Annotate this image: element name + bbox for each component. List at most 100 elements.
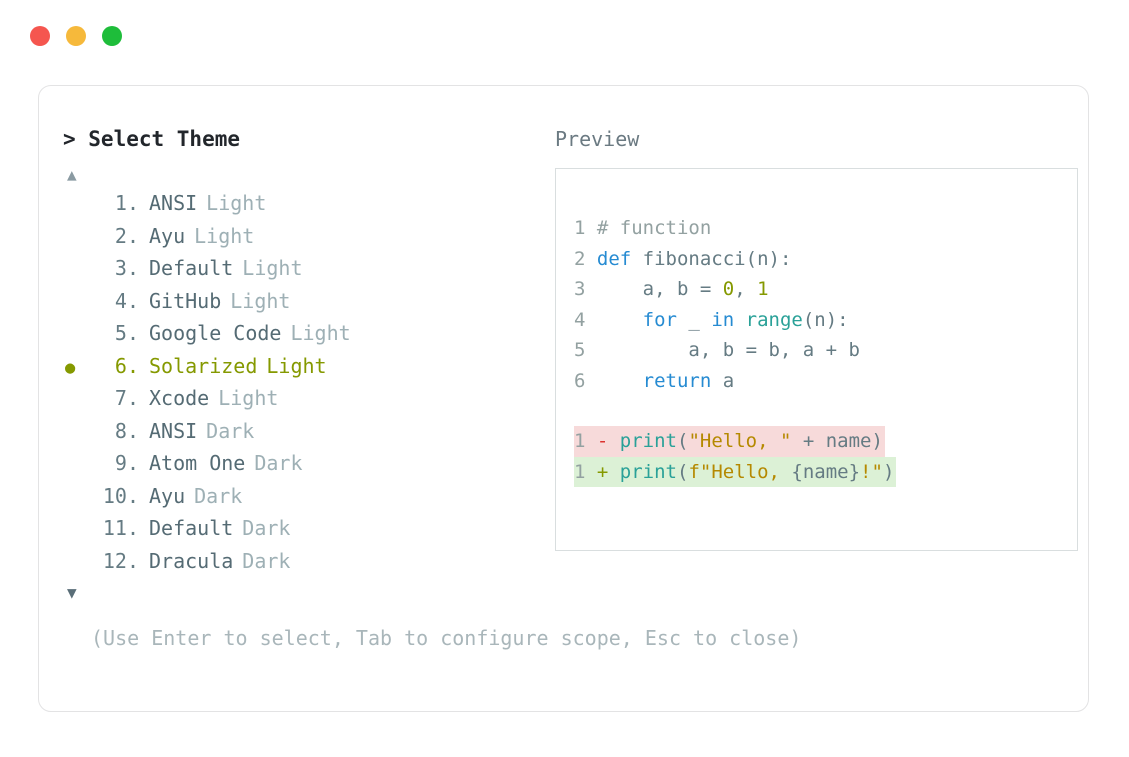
- diff-added-line: 1 + print(f"Hello, {name}!"): [574, 456, 897, 487]
- theme-item-number: 11.: [102, 516, 139, 540]
- bullet-placeholder: [63, 483, 87, 514]
- theme-item-number: 10.: [102, 483, 139, 508]
- theme-item-variant: Dark: [242, 516, 291, 540]
- theme-item-name: Ayu: [149, 483, 186, 508]
- theme-item-variant: Light: [218, 386, 279, 410]
- code-token: def: [596, 247, 632, 270]
- code-token: for: [642, 308, 677, 331]
- code-token: ): [882, 460, 895, 483]
- window-title-bar: [0, 0, 1129, 72]
- theme-list-item[interactable]: 11. Default Dark: [63, 513, 543, 546]
- diff-line: 1 - print("Hello, " + name): [574, 426, 1077, 457]
- scroll-down-icon[interactable]: ▼: [67, 583, 77, 602]
- theme-list-item[interactable]: 10. Ayu Dark: [63, 481, 543, 514]
- code-token: # function: [585, 217, 712, 239]
- bullet-placeholder: [63, 288, 87, 319]
- maximize-button[interactable]: [102, 26, 122, 46]
- code-token: "Hello, ": [688, 430, 792, 452]
- theme-item-variant: Light: [230, 288, 291, 313]
- theme-item-variant: Light: [290, 321, 351, 345]
- line-number: 1: [574, 217, 586, 239]
- code-line: 4 for _ in range(n):: [574, 305, 1077, 336]
- bullet-placeholder: [63, 190, 87, 221]
- code-token: 0: [722, 278, 735, 300]
- page-title: > Select Theme: [63, 127, 241, 151]
- code-token: print: [619, 430, 677, 452]
- bullet-placeholder: [63, 255, 87, 286]
- theme-item-name: Default: [149, 516, 234, 540]
- theme-item-name: Solarized: [149, 353, 258, 378]
- theme-item-number: 6.: [114, 353, 139, 378]
- theme-item-variant: Dark: [206, 418, 255, 443]
- bullet-placeholder: [63, 223, 87, 254]
- diff-line: 1 + print(f"Hello, {name}!"): [574, 456, 1077, 487]
- code-token: 1: [757, 278, 769, 300]
- code-token: _: [676, 308, 712, 331]
- code-token: [608, 461, 619, 483]
- diff-plus-icon: +: [585, 460, 609, 483]
- bullet-placeholder: [63, 515, 87, 546]
- code-token: (: [677, 460, 689, 483]
- code-line: 3 a, b = 0, 1: [574, 274, 1077, 305]
- code-line: 6 return a: [574, 366, 1077, 397]
- line-number: 5: [574, 339, 586, 361]
- selected-bullet-icon: ●: [65, 357, 76, 378]
- minimize-button[interactable]: [66, 26, 86, 46]
- bullet-placeholder: [63, 450, 87, 481]
- diff-removed-line: 1 - print("Hello, " + name): [574, 426, 885, 457]
- theme-item-variant: Light: [194, 223, 255, 248]
- theme-item-name: Google Code: [149, 321, 282, 345]
- bullet-placeholder: [63, 385, 87, 416]
- close-button[interactable]: [30, 26, 50, 46]
- code-line: 2 def fibonacci(n):: [574, 244, 1077, 275]
- bullet-placeholder: [63, 548, 87, 579]
- code-token: range: [745, 308, 803, 331]
- bullet-placeholder: [63, 418, 87, 449]
- code-token: return: [642, 369, 712, 392]
- theme-list-item[interactable]: 7. Xcode Light: [63, 383, 543, 416]
- theme-item-name: Ayu: [149, 223, 186, 248]
- theme-item-variant: Dark: [194, 483, 243, 508]
- code-token: ,: [734, 278, 758, 300]
- code-line: 5 a, b = b, a + b: [574, 335, 1077, 366]
- code-token: a: [711, 369, 735, 392]
- code-token: [585, 309, 642, 331]
- theme-item-number: 8.: [114, 418, 139, 443]
- line-number: 6: [574, 369, 586, 392]
- line-number: 3: [574, 278, 586, 300]
- theme-item-name: Xcode: [149, 386, 210, 410]
- theme-item-variant: Dark: [254, 451, 303, 475]
- bullet-placeholder: [63, 320, 87, 351]
- theme-item-name: ANSI: [149, 418, 198, 443]
- theme-list-item[interactable]: 2. Ayu Light: [63, 221, 543, 254]
- code-token: [734, 309, 745, 331]
- code-token: in: [711, 308, 735, 331]
- theme-item-number: 2.: [114, 223, 139, 248]
- code-line: 1 # function: [574, 213, 1077, 244]
- theme-list-item[interactable]: 8. ANSI Dark: [63, 416, 543, 449]
- theme-item-number: 7.: [114, 386, 139, 410]
- theme-item-number: 9.: [114, 451, 139, 475]
- code-token: (: [677, 430, 689, 452]
- code-token: f"Hello,: [688, 460, 792, 483]
- code-token: [585, 248, 596, 270]
- code-token: {name}: [791, 460, 861, 483]
- code-token: print: [619, 460, 677, 483]
- theme-list-item[interactable]: ● 6. Solarized Light: [63, 351, 543, 384]
- theme-item-variant: Light: [266, 353, 327, 378]
- code-token: !": [860, 460, 883, 483]
- scroll-up-icon[interactable]: ▲: [67, 165, 77, 184]
- preview-label: Preview: [555, 127, 640, 151]
- theme-item-number: 3.: [114, 256, 139, 280]
